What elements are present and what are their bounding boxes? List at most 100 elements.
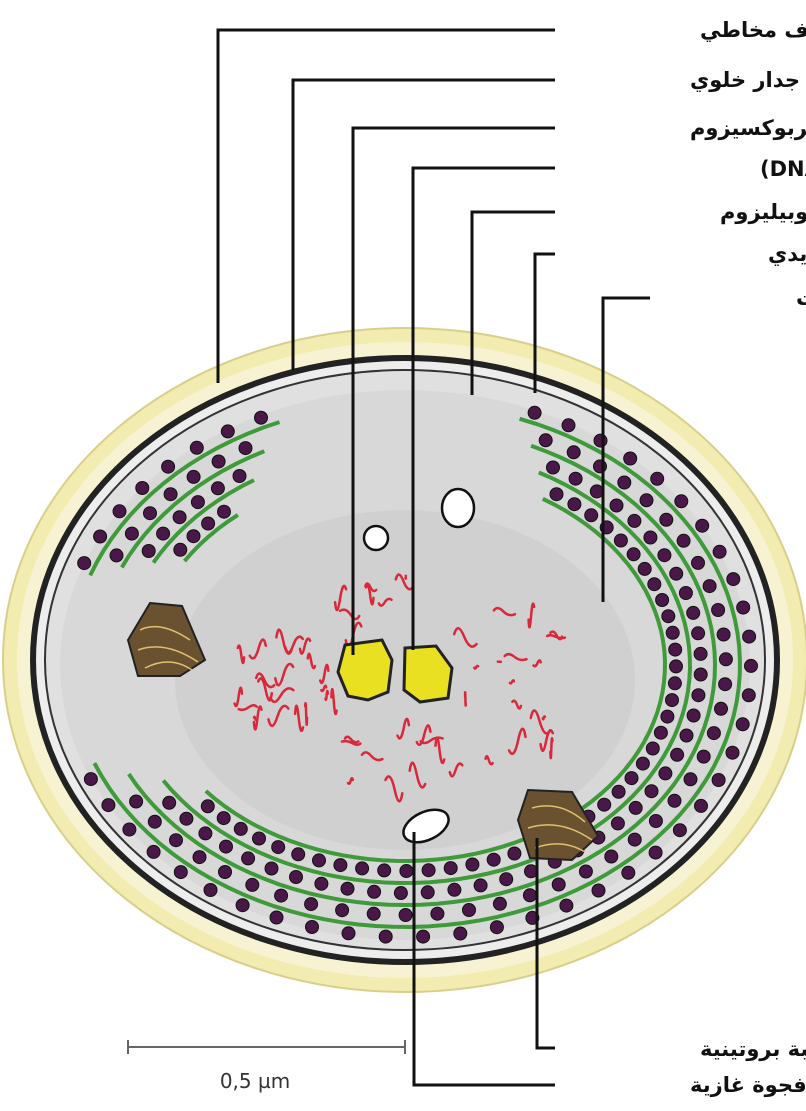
ribosome: [660, 513, 673, 526]
ribosome: [164, 488, 177, 501]
ribosome: [187, 470, 200, 483]
ribosome: [523, 889, 536, 902]
ribosome: [187, 530, 200, 543]
ribosome: [692, 689, 705, 702]
ribosome: [605, 850, 618, 863]
ribosome: [694, 668, 707, 681]
ribosome: [625, 772, 638, 785]
ribosome: [378, 864, 391, 877]
ribosome: [644, 531, 657, 544]
ribosome: [568, 498, 581, 511]
ribosome: [421, 886, 434, 899]
ribosome: [645, 785, 658, 798]
ribosome: [594, 460, 607, 473]
ribosome: [466, 858, 479, 871]
label-ribosomes: رايبوزومات: [796, 286, 806, 310]
ribosome: [628, 514, 641, 527]
ribosome: [713, 545, 726, 558]
ribosome: [567, 446, 580, 459]
ribosome: [649, 815, 662, 828]
ribosome: [590, 485, 603, 498]
ribosome: [367, 907, 380, 920]
ribosome: [668, 794, 681, 807]
ribosome: [255, 411, 268, 424]
ribosome: [579, 865, 592, 878]
label-nuclear-material: مادة نووية ( DNA): [760, 157, 806, 181]
ribosome: [211, 482, 224, 495]
ribosome: [234, 822, 247, 835]
dna-strand: [305, 703, 307, 724]
ribosome: [493, 897, 506, 910]
ribosome: [474, 879, 487, 892]
ribosome: [742, 689, 755, 702]
ribosome: [306, 921, 319, 934]
ribosome: [275, 889, 288, 902]
ribosome: [336, 904, 349, 917]
ribosome: [204, 884, 217, 897]
ribosome: [212, 455, 225, 468]
carboxysome-left: [338, 640, 392, 700]
ribosome: [220, 840, 233, 853]
ribosome: [221, 425, 234, 438]
ribosome: [292, 848, 305, 861]
label-phycobilisome: فيكوبيليزوم: [720, 200, 806, 224]
ribosome: [654, 726, 667, 739]
ribosome: [94, 530, 107, 543]
ribosome: [687, 709, 700, 722]
ribosome: [454, 927, 467, 940]
ribosome: [712, 604, 725, 617]
ribosome: [662, 610, 675, 623]
ribosome: [694, 647, 707, 660]
ribosome: [614, 534, 627, 547]
ribosome: [669, 643, 682, 656]
ribosome: [670, 660, 683, 673]
ribosome: [659, 767, 672, 780]
ribosome: [670, 567, 683, 580]
ribosome: [628, 833, 641, 846]
ribosome: [399, 909, 412, 922]
ribosome: [707, 727, 720, 740]
label-thylakoid-membrane: غشاء ثايلاكويدي: [768, 242, 806, 267]
ribosome: [148, 815, 161, 828]
ribosome: [163, 796, 176, 809]
ribosome: [666, 694, 679, 707]
ribosome: [417, 930, 430, 943]
ribosome: [629, 801, 642, 814]
ribosome: [715, 702, 728, 715]
ribosome: [113, 505, 126, 518]
ribosome: [687, 606, 700, 619]
ribosome: [233, 470, 246, 483]
ribosome: [202, 517, 215, 530]
ribosome: [646, 742, 659, 755]
ribosome: [193, 851, 206, 864]
ribosome: [695, 799, 708, 812]
ribosome: [236, 899, 249, 912]
ribosome: [539, 434, 552, 447]
ribosome: [394, 887, 407, 900]
ribosome: [217, 812, 230, 825]
ribosome: [671, 748, 684, 761]
ribosome: [315, 877, 328, 890]
ribosome: [717, 628, 730, 641]
ribosome: [341, 882, 354, 895]
ribosome: [736, 718, 749, 731]
label-gas-vacuole: فجوة غازية: [690, 1073, 806, 1097]
ribosome: [640, 494, 653, 507]
ribosome: [610, 499, 623, 512]
ribosome: [253, 832, 266, 845]
ribosome: [550, 488, 563, 501]
ribosome: [712, 774, 725, 787]
ribosome: [463, 904, 476, 917]
ribosome: [684, 773, 697, 786]
ribosome: [668, 677, 681, 690]
ribosome: [136, 482, 149, 495]
ribosome: [219, 866, 232, 879]
ribosome: [422, 864, 435, 877]
ribosome: [611, 817, 624, 830]
ribosome: [379, 930, 392, 943]
label-carboxysome: كربوكسيزوم: [690, 116, 806, 140]
ribosome: [368, 885, 381, 898]
ribosome: [627, 548, 640, 561]
ribosome: [334, 859, 347, 872]
